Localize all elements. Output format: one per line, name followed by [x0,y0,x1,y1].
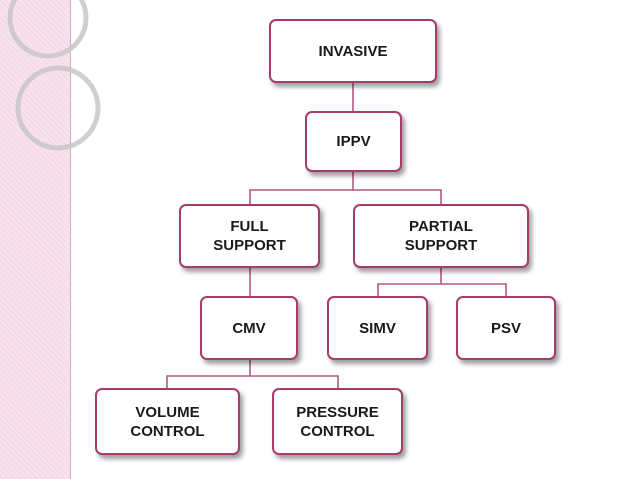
node-cmv: CMV [200,296,298,360]
node-partial-support: PARTIAL SUPPORT [353,204,529,268]
connector-partial-psv [441,283,507,296]
node-ippv: IPPV [305,111,402,172]
decorative-rings [7,0,101,151]
connector-ippv-support [249,172,354,204]
node-volume-control: VOLUME CONTROL [95,388,240,455]
connector-cmv-volume [166,360,251,388]
connector-ippv-partial [353,189,442,204]
connector-partial-branches [377,268,442,296]
connector-cmv-pressure [250,375,339,388]
node-invasive: INVASIVE [269,19,437,83]
node-pressure-control: PRESSURE CONTROL [272,388,403,455]
node-simv: SIMV [327,296,428,360]
node-psv: PSV [456,296,556,360]
node-full-support: FULL SUPPORT [179,204,320,268]
decorative-side-panel [0,0,71,479]
